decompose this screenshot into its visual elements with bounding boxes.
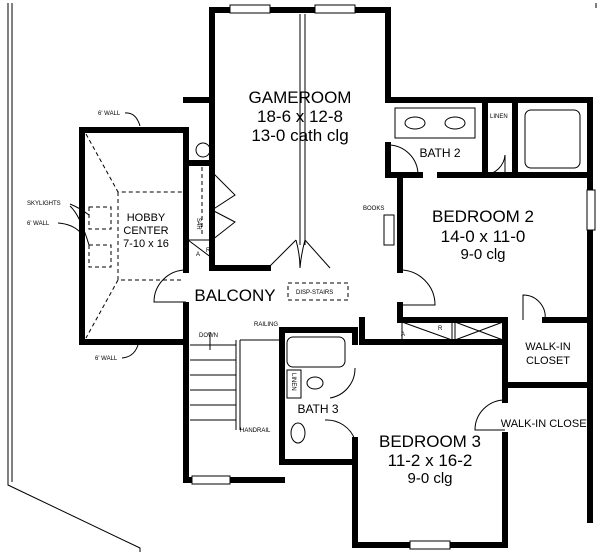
window	[314, 4, 356, 14]
disp-stairs-box	[287, 282, 349, 301]
window	[229, 4, 271, 14]
bath3-walls	[279, 327, 358, 465]
gameroom-ceiling: 13-0 cath clg	[251, 126, 348, 145]
hobby-label-1: HOBBY	[127, 212, 166, 224]
bedroom2-size: 14-0 x 11-0	[441, 227, 526, 246]
bath3-linen-label: LINEN	[290, 373, 296, 391]
bedroom3-label: BEDROOM 3	[379, 432, 481, 451]
bedroom3-ceiling: 9-0 clg	[407, 470, 452, 487]
bedroom2-label: BEDROOM 2	[432, 207, 534, 226]
hobby-size: 7-10 x 16	[123, 238, 169, 250]
gameroom-size: 18-6 x 12-8	[257, 107, 343, 126]
ar-r-label: R	[206, 248, 211, 254]
railing-label: RAILING	[254, 322, 278, 328]
bath3-label: BATH 3	[297, 402, 338, 416]
linen-and-s4r-closets	[183, 97, 236, 259]
gameroom-double-door[interactable]	[267, 239, 331, 269]
chase-r-label: R	[438, 326, 443, 332]
hobby-label-2: CENTER	[123, 225, 168, 237]
window	[409, 540, 451, 550]
roof-outline	[7, 3, 597, 552]
closet1-label-2: CLOSET	[526, 355, 570, 367]
wall-note-top: 6' WALL	[98, 111, 121, 117]
handrail-label: HANDRAIL	[240, 428, 271, 434]
disp-stairs-label: DISP-STAIRS	[296, 290, 333, 296]
stairs[interactable]	[183, 302, 285, 485]
leader-arrow-icon	[69, 203, 90, 246]
ar-chase	[359, 317, 508, 345]
balcony-label: BALCONY	[194, 286, 275, 305]
bedroom2-walls	[383, 172, 593, 323]
bath2-linen-label: LINEN	[490, 114, 508, 120]
s4r-label: S4R	[195, 218, 201, 230]
wall-note-bottom: 6' WALL	[95, 356, 118, 362]
leader-arrow-icon	[57, 222, 81, 233]
leader-arrow-icon	[124, 112, 141, 127]
books-label: BOOKS	[363, 206, 384, 212]
bedroom3-size: 11-2 x 16-2	[388, 451, 473, 470]
chase-a-label: A	[401, 332, 405, 338]
gameroom-label: GAMEROOM	[249, 88, 352, 107]
closets-walls	[474, 317, 593, 548]
closet2-label: WALK-IN CLOSET	[501, 418, 594, 430]
ar-a-label: A	[196, 252, 200, 258]
bedroom2-ceiling: 9-0 clg	[460, 246, 505, 263]
bath2-walls	[385, 97, 596, 523]
gameroom-walls	[209, 4, 391, 271]
window	[586, 189, 596, 231]
skylights-note: SKYLIGHTS	[27, 201, 61, 207]
bedroom3-walls	[352, 459, 508, 550]
bath2-label: BATH 2	[419, 146, 460, 160]
down-label: DOWN	[199, 333, 218, 339]
closet1-label-1: WALK-IN	[525, 341, 570, 353]
wall-note-side: 6' WALL	[27, 221, 50, 227]
leader-arrow-icon	[121, 344, 139, 359]
